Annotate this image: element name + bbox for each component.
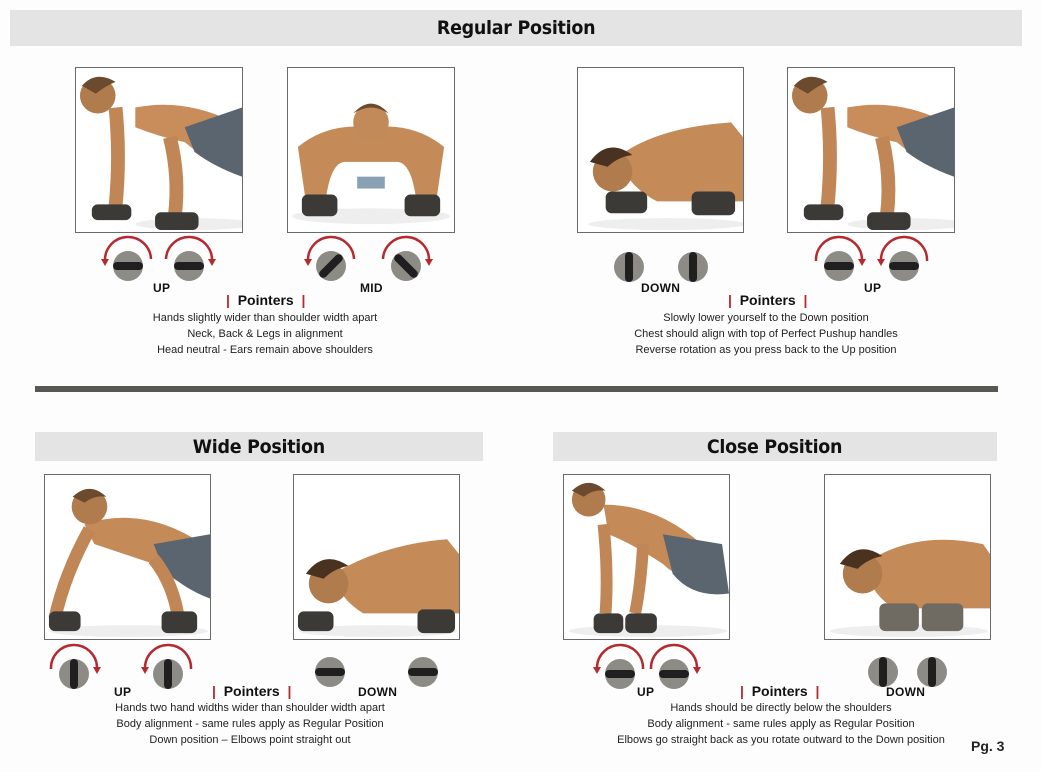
- pushup-close-up-image: [564, 475, 729, 639]
- pointer-marker: |: [815, 683, 820, 699]
- pointer-line: Chest should align with top of Perfect P…: [634, 328, 898, 340]
- pointer-marker: |: [226, 292, 230, 308]
- pointers-heading: | Pointers |: [728, 292, 808, 308]
- page-number: Pg. 3: [971, 738, 1005, 754]
- close-position-banner: Close Position: [553, 432, 997, 461]
- position-label-up: UP: [864, 281, 882, 295]
- photo-regular-down: [577, 67, 744, 233]
- pushup-wide-up-image: [45, 475, 210, 639]
- rotation-dial-icon: [814, 235, 866, 283]
- photo-wide-up: [44, 474, 211, 640]
- photo-close-up: [563, 474, 730, 640]
- photo-close-down: [824, 474, 991, 640]
- rotation-dial-icon: [877, 235, 929, 283]
- wide-position-banner: Wide Position: [35, 432, 483, 461]
- rotation-dial-icon: [649, 643, 701, 691]
- rotation-dial-icon: [915, 655, 949, 689]
- rotation-dial-icon: [406, 655, 440, 689]
- pointer-line: Slowly lower yourself to the Down positi…: [663, 312, 869, 324]
- rotation-dial-icon: [593, 643, 645, 691]
- rotation-dial-icon: [49, 643, 101, 691]
- pointer-marker: |: [287, 683, 292, 699]
- rotation-dial-icon: [866, 655, 900, 689]
- pushup-up-side-image: [76, 68, 242, 232]
- pointers-heading: | Pointers |: [740, 683, 820, 699]
- position-label-mid: MID: [360, 281, 383, 295]
- regular-position-banner: Regular Position: [10, 10, 1022, 46]
- pointer-marker: |: [803, 292, 808, 308]
- pointer-marker: |: [728, 292, 732, 308]
- pointer-line: Hands two hand widths wider than shoulde…: [115, 702, 385, 714]
- pointers-list-close: Hands should be directly below the shoul…: [596, 700, 966, 748]
- position-label-down: DOWN: [886, 685, 926, 699]
- pointer-line: Reverse rotation as you press back to th…: [635, 344, 897, 356]
- position-label-up: UP: [114, 685, 132, 699]
- position-label-up: UP: [153, 281, 171, 295]
- pointer-line: Hands slightly wider than shoulder width…: [152, 312, 378, 324]
- pointer-line: Body alignment - same rules apply as Reg…: [647, 718, 915, 730]
- position-label-up: UP: [637, 685, 655, 699]
- rotation-dial-icon: [381, 235, 433, 283]
- rotation-dial-icon: [304, 235, 356, 283]
- rotation-dial-icon: [141, 643, 193, 691]
- pointers-heading: | Pointers |: [226, 292, 306, 308]
- pushup-down-image: [578, 68, 743, 232]
- wide-position-title: Wide Position: [192, 435, 326, 458]
- pointers-list-wide: Hands two hand widths wider than shoulde…: [95, 700, 405, 748]
- pointers-heading: | Pointers |: [212, 683, 292, 699]
- section-divider: [35, 386, 998, 392]
- photo-regular-up-return: [787, 67, 955, 233]
- position-label-down: DOWN: [641, 281, 681, 295]
- position-label-down: DOWN: [358, 685, 398, 699]
- pushup-mid-front-image: [288, 68, 454, 232]
- pointer-line: Body alignment - same rules apply as Reg…: [116, 718, 384, 730]
- pointers-list-regular-2: Slowly lower yourself to the Down positi…: [616, 310, 916, 358]
- rotation-dial-icon: [676, 250, 710, 284]
- pushup-up-side-image: [788, 68, 954, 232]
- photo-regular-mid: [287, 67, 455, 233]
- pointer-marker: |: [740, 683, 744, 699]
- photo-regular-up: [75, 67, 243, 233]
- pushup-close-down-image: [825, 475, 990, 639]
- pointer-line: Elbows go straight back as you rotate ou…: [617, 734, 945, 746]
- pointer-line: Head neutral - Ears remain above shoulde…: [157, 344, 373, 356]
- rotation-dial-icon: [101, 235, 153, 283]
- photo-wide-down: [293, 474, 460, 640]
- pointer-line: Hands should be directly below the shoul…: [670, 702, 892, 714]
- pointer-marker: |: [212, 683, 216, 699]
- close-position-title: Close Position: [707, 435, 843, 458]
- pointers-list-regular-1: Hands slightly wider than shoulder width…: [130, 310, 400, 358]
- pointer-line: Neck, Back & Legs in alignment: [187, 328, 343, 340]
- rotation-dial-icon: [313, 655, 347, 689]
- rotation-dial-icon: [612, 250, 646, 284]
- regular-position-title: Regular Position: [436, 17, 596, 39]
- rotation-dial-icon: [164, 235, 216, 283]
- pointer-marker: |: [301, 292, 306, 308]
- pointer-line: Down position – Elbows point straight ou…: [149, 734, 351, 746]
- pushup-wide-down-image: [294, 475, 459, 639]
